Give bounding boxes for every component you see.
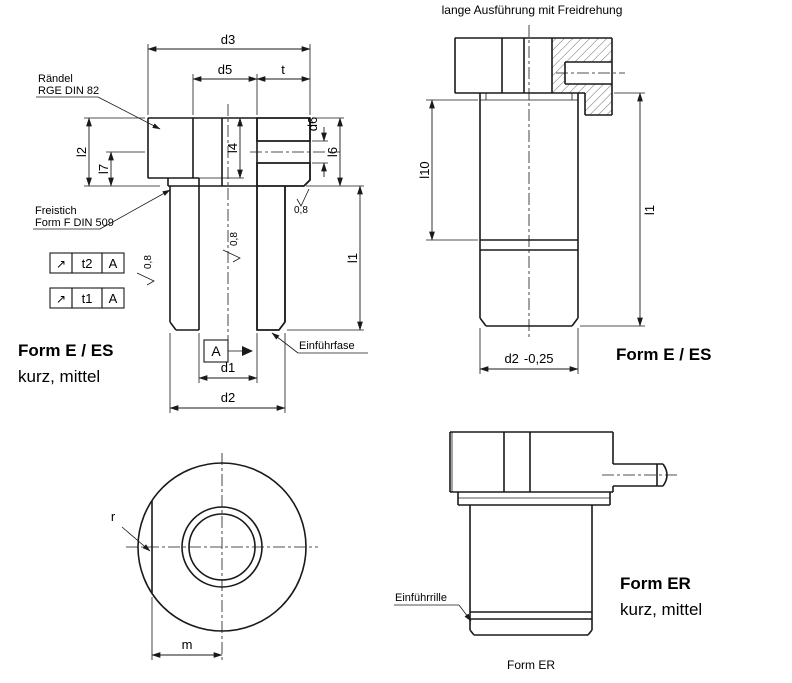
section-hatch	[552, 38, 612, 115]
datum-triangle-icon	[242, 346, 253, 356]
tol-datum-cell	[101, 287, 125, 309]
surface-mark-2: 0,8	[222, 232, 241, 263]
annotations-es-short: Rändel RGE DIN 82 Freistich Form F DIN 5…	[33, 73, 368, 363]
dim-label-l4: l4	[225, 143, 240, 153]
dim-label-l6: l6	[325, 147, 340, 157]
view-title-er: Form ER	[620, 574, 691, 593]
tol-datum-ref: A	[109, 291, 118, 306]
dim-label-d6: d6	[305, 117, 320, 131]
tol-value-t2: t2	[82, 256, 93, 271]
roughness-check-icon	[222, 249, 241, 263]
knurl-area	[451, 431, 505, 493]
dim-label-m: m	[182, 637, 193, 652]
undercut-note-line1: Freistich	[35, 205, 77, 217]
view-form-es-short: d3 d5 t l2 l7 l4 d6 l6 l1 d1 d2 Rändel R…	[18, 32, 368, 413]
surface-mark-1: 0,8	[294, 188, 310, 216]
surface-mark-3: 0,8	[136, 255, 155, 286]
dim-label-l7: l7	[96, 164, 111, 174]
view-header-long-version: lange Ausführung mit Freidrehung	[442, 3, 623, 17]
dim-label-l2: l2	[74, 147, 89, 157]
datum-symbol-a: A	[203, 339, 253, 363]
dim-label-l1: l1	[345, 253, 360, 263]
view-form-es-long: lange Ausführung mit Freidrehung l10 l1 …	[417, 3, 711, 374]
part-outline	[454, 37, 613, 327]
dim-label-d2-tolerance: -0,25	[524, 351, 554, 366]
roughness-check-icon	[296, 188, 310, 207]
knurl-note-line2: RGE DIN 82	[38, 85, 99, 97]
dim-label-d2: d2	[221, 390, 235, 405]
section-hatch	[256, 117, 311, 331]
part-outline-er	[449, 431, 680, 636]
dimensions-es-short: d3 d5 t l2 l7 l4 d6 l6 l1 d1 d2	[74, 32, 364, 413]
centerlines	[126, 453, 318, 660]
roughness-value: 0,8	[143, 255, 154, 269]
dim-label-l10: l10	[417, 161, 432, 178]
part-section-es-short	[147, 104, 340, 344]
roughness-value: 0,8	[229, 232, 240, 246]
roughness-value: 0,8	[294, 205, 308, 216]
dim-label-d2-toleranced: d2 -0,25	[504, 351, 553, 366]
roughness-check-icon	[136, 272, 155, 286]
groove-note: Einführrille	[395, 592, 447, 604]
dimensions-es-long: l10 l1 d2 -0,25	[417, 92, 657, 374]
undercut-note-line2: Form F DIN 509	[35, 217, 114, 229]
tol-value-t1: t1	[82, 291, 93, 306]
knurl-note-line1: Rändel	[38, 73, 73, 85]
dim-label-l1: l1	[642, 205, 657, 215]
dim-label-t: t	[281, 62, 285, 77]
view-caption-er: Form ER	[507, 658, 555, 672]
chamfer-note: Einführfase	[299, 340, 355, 352]
part-outline	[147, 117, 311, 331]
knurl-area	[454, 37, 503, 94]
datum-letter: A	[211, 343, 221, 359]
dim-label-d1: d1	[221, 360, 235, 375]
chamfer-leader-line	[271, 332, 299, 354]
view-subtitle-es-short: kurz, mittel	[18, 367, 100, 386]
view-subtitle-er: kurz, mittel	[620, 600, 702, 619]
part-section-es-long	[454, 25, 625, 340]
knurl-leader-line	[97, 96, 161, 130]
dim-label-d5: d5	[218, 62, 232, 77]
runout-symbol-icon: ↗	[56, 257, 66, 271]
dim-label-d2: d2	[504, 351, 518, 366]
centerlines	[227, 104, 340, 344]
tolerance-frame-t2: ↗ t2 A	[49, 252, 125, 274]
undercut-leader-line	[99, 189, 171, 230]
view-title-es-short: Form E / ES	[18, 341, 113, 360]
tolerance-frame-t1: ↗ t1 A	[49, 287, 125, 309]
centerlines	[528, 25, 625, 340]
dim-label-d3: d3	[221, 32, 235, 47]
view-title-es-long: Form E / ES	[616, 345, 711, 364]
knurl-area	[147, 117, 194, 179]
extension-lines	[426, 92, 645, 374]
tol-datum-cell	[101, 252, 125, 274]
tol-datum-ref: A	[109, 256, 118, 271]
extension-lines	[84, 44, 364, 413]
radius-leader-line	[121, 526, 151, 552]
view-form-er: Einführrille Form ER kurz, mittel Form E…	[394, 431, 702, 672]
groove-leader-line	[458, 604, 472, 622]
view-front-round: r m	[111, 453, 318, 660]
dim-label-r: r	[111, 509, 116, 524]
runout-symbol-icon: ↗	[56, 292, 66, 306]
